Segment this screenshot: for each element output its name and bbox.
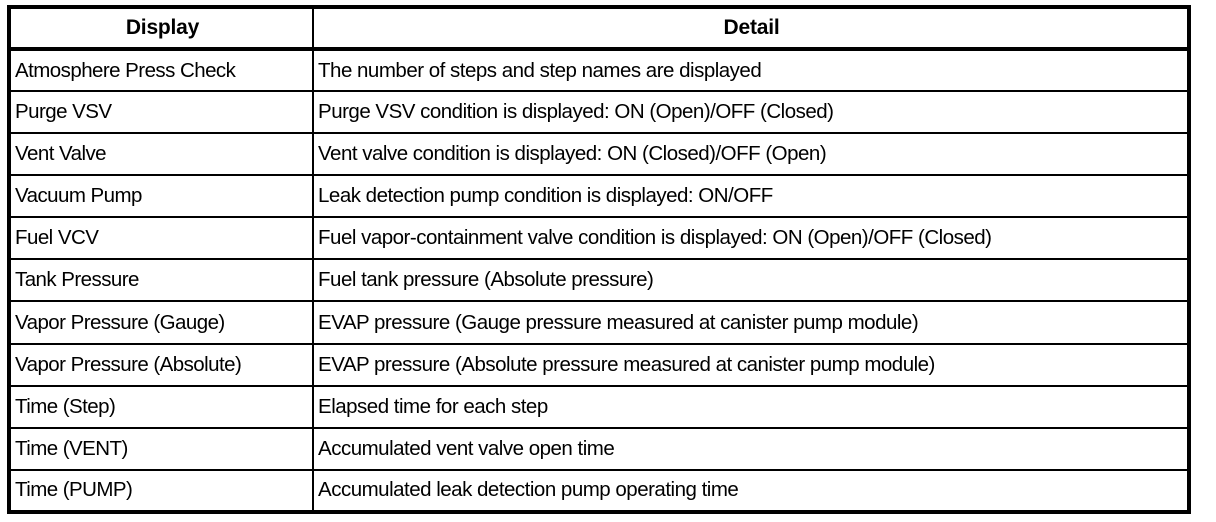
cell-display: Time (Step) xyxy=(9,384,315,429)
cell-detail: Vent valve condition is displayed: ON (C… xyxy=(312,132,1189,177)
table-row: Time (PUMP) Accumulated leak detection p… xyxy=(9,468,1189,512)
cell-detail-text: Fuel tank pressure (Absolute pressure) xyxy=(318,268,654,292)
cell-detail: Accumulated vent valve open time xyxy=(312,426,1189,471)
table-row: Time (Step) Elapsed time for each step xyxy=(9,384,1189,429)
table-row: Purge VSV Purge VSV condition is display… xyxy=(9,90,1189,135)
cell-display-text: Vapor Pressure (Gauge) xyxy=(15,310,225,334)
cell-detail: Fuel tank pressure (Absolute pressure) xyxy=(312,258,1189,303)
cell-display: Vapor Pressure (Gauge) xyxy=(9,300,315,345)
cell-display-text: Time (VENT) xyxy=(15,436,128,460)
column-header-detail-label: Detail xyxy=(723,16,780,39)
cell-display: Time (PUMP) xyxy=(9,468,315,512)
cell-display: Vacuum Pump xyxy=(9,174,315,219)
table-row: Time (VENT) Accumulated vent valve open … xyxy=(9,426,1189,471)
column-header-display: Display xyxy=(9,7,315,51)
cell-detail: The number of steps and step names are d… xyxy=(312,47,1189,93)
cell-display: Fuel VCV xyxy=(9,216,315,261)
cell-display-text: Tank Pressure xyxy=(15,268,139,292)
spec-table-container: Display Detail Atmosphere Press Check Th… xyxy=(7,5,1191,514)
cell-detail: EVAP pressure (Gauge pressure measured a… xyxy=(312,300,1189,345)
cell-detail-text: Vent valve condition is displayed: ON (C… xyxy=(318,142,827,166)
cell-display: Atmosphere Press Check xyxy=(9,47,315,93)
cell-display-text: Vapor Pressure (Absolute) xyxy=(15,352,242,376)
table-body: Atmosphere Press Check The number of ste… xyxy=(9,47,1189,512)
cell-display: Time (VENT) xyxy=(9,426,315,471)
cell-detail-text: Fuel vapor-containment valve condition i… xyxy=(318,226,992,250)
cell-detail-text: EVAP pressure (Absolute pressure measure… xyxy=(318,352,935,376)
cell-detail: Leak detection pump condition is display… xyxy=(312,174,1189,219)
display-detail-table: Display Detail Atmosphere Press Check Th… xyxy=(7,5,1191,514)
cell-display: Vent Valve xyxy=(9,132,315,177)
table-row: Vacuum Pump Leak detection pump conditio… xyxy=(9,174,1189,219)
cell-display-text: Time (PUMP) xyxy=(15,478,133,502)
table-row: Atmosphere Press Check The number of ste… xyxy=(9,47,1189,93)
table-header: Display Detail xyxy=(9,7,1189,51)
table-row: Vent Valve Vent valve condition is displ… xyxy=(9,132,1189,177)
table-row: Vapor Pressure (Gauge) EVAP pressure (Ga… xyxy=(9,300,1189,345)
table-row: Tank Pressure Fuel tank pressure (Absolu… xyxy=(9,258,1189,303)
cell-detail: Fuel vapor-containment valve condition i… xyxy=(312,216,1189,261)
cell-display: Vapor Pressure (Absolute) xyxy=(9,342,315,387)
cell-detail-text: Leak detection pump condition is display… xyxy=(318,184,773,208)
column-header-detail: Detail xyxy=(312,7,1189,51)
table-row: Fuel VCV Fuel vapor-containment valve co… xyxy=(9,216,1189,261)
cell-display-text: Vacuum Pump xyxy=(15,184,142,208)
cell-display-text: Vent Valve xyxy=(15,142,107,166)
table-header-row: Display Detail xyxy=(9,7,1189,51)
cell-display-text: Time (Step) xyxy=(15,394,116,418)
cell-display-text: Atmosphere Press Check xyxy=(15,58,236,82)
cell-display-text: Fuel VCV xyxy=(15,226,99,250)
cell-detail-text: Accumulated vent valve open time xyxy=(318,436,615,460)
cell-detail-text: The number of steps and step names are d… xyxy=(318,58,762,82)
column-header-display-label: Display xyxy=(125,16,200,39)
cell-detail: EVAP pressure (Absolute pressure measure… xyxy=(312,342,1189,387)
cell-display: Purge VSV xyxy=(9,90,315,135)
cell-display: Tank Pressure xyxy=(9,258,315,303)
cell-detail-text: Elapsed time for each step xyxy=(318,394,548,418)
table-row: Vapor Pressure (Absolute) EVAP pressure … xyxy=(9,342,1189,387)
cell-detail: Elapsed time for each step xyxy=(312,384,1189,429)
cell-display-text: Purge VSV xyxy=(15,100,112,124)
cell-detail-text: Purge VSV condition is displayed: ON (Op… xyxy=(318,100,834,124)
cell-detail: Accumulated leak detection pump operatin… xyxy=(312,468,1189,512)
cell-detail: Purge VSV condition is displayed: ON (Op… xyxy=(312,90,1189,135)
cell-detail-text: Accumulated leak detection pump operatin… xyxy=(318,478,739,502)
cell-detail-text: EVAP pressure (Gauge pressure measured a… xyxy=(318,310,919,334)
